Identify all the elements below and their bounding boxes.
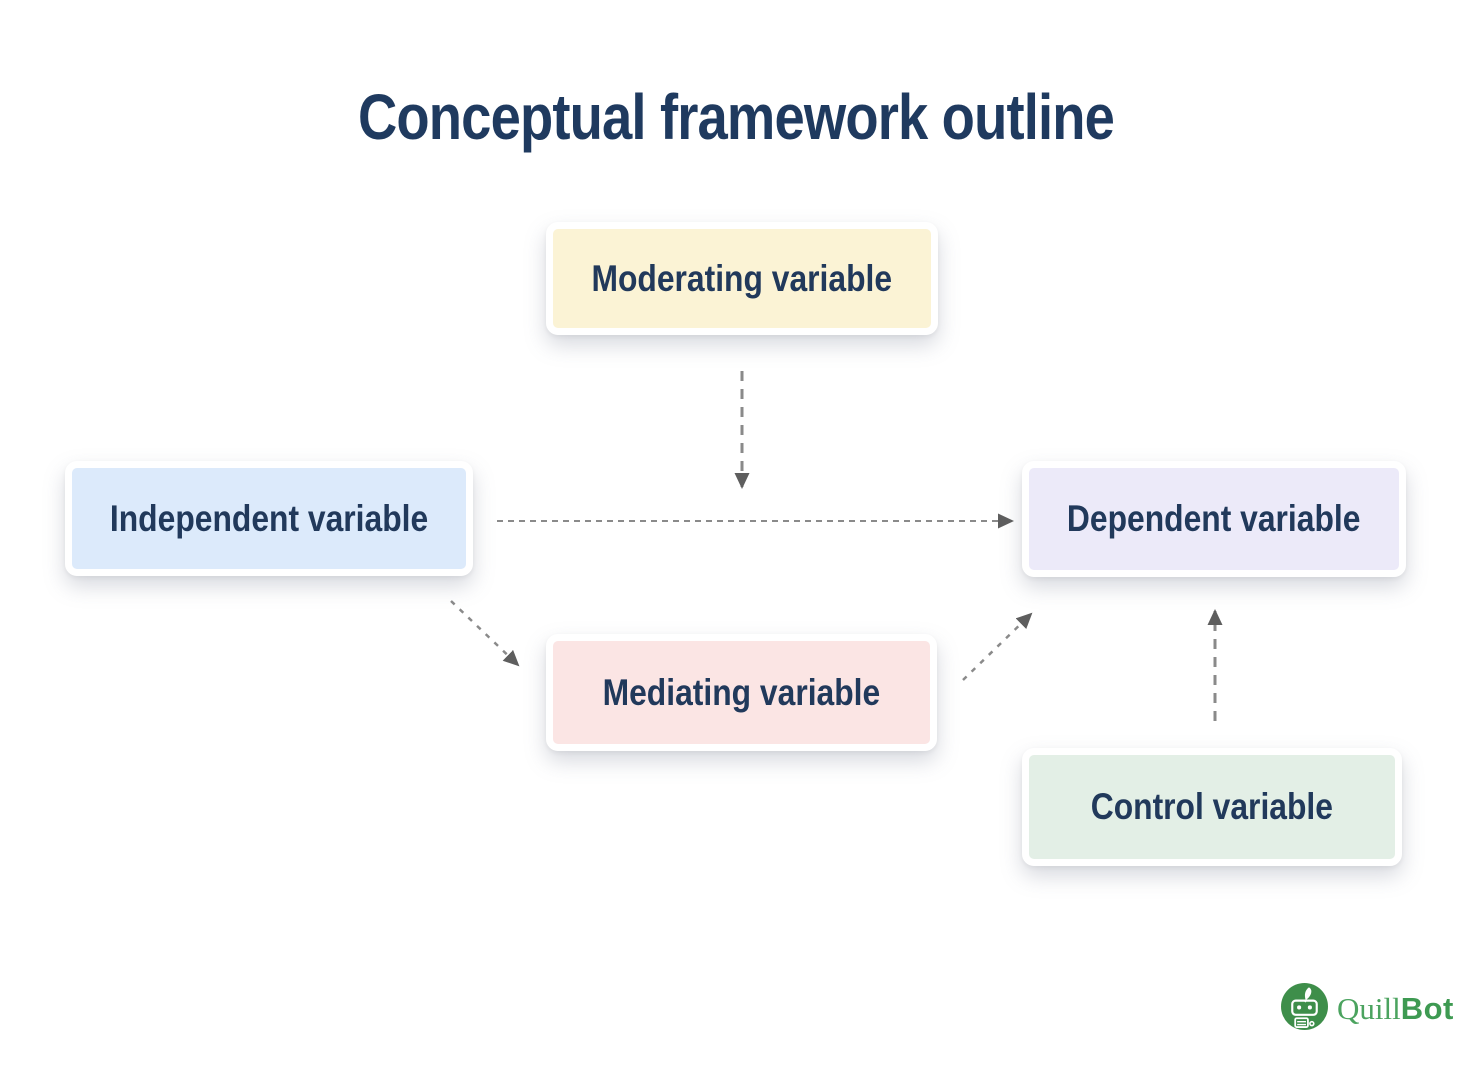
arrow-independent-to-mediating [450, 600, 520, 667]
node-label: Mediating variable [602, 671, 881, 713]
node-label: Control variable [1090, 786, 1334, 827]
node-control-variable: Control variable [1022, 748, 1402, 866]
node-label: Moderating variable [591, 257, 893, 299]
quillbot-logo: QuillBot [1281, 983, 1454, 1030]
node-mediating-variable: Mediating variable [546, 634, 937, 751]
node-label: Independent variable [109, 497, 429, 539]
quillbot-wordmark: QuillBot [1337, 989, 1454, 1024]
arrow-mediating-to-dependent [962, 612, 1033, 681]
node-dependent-variable: Dependent variable [1022, 461, 1406, 577]
wordmark-quill: Quill [1337, 991, 1401, 1026]
quillbot-robot-icon [1281, 983, 1328, 1030]
node-independent-variable: Independent variable [65, 461, 473, 576]
node-label: Dependent variable [1067, 498, 1361, 539]
node-moderating-variable: Moderating variable [546, 222, 938, 335]
page-title: Conceptual framework outline [357, 81, 1115, 153]
wordmark-bot: Bot [1400, 991, 1454, 1026]
